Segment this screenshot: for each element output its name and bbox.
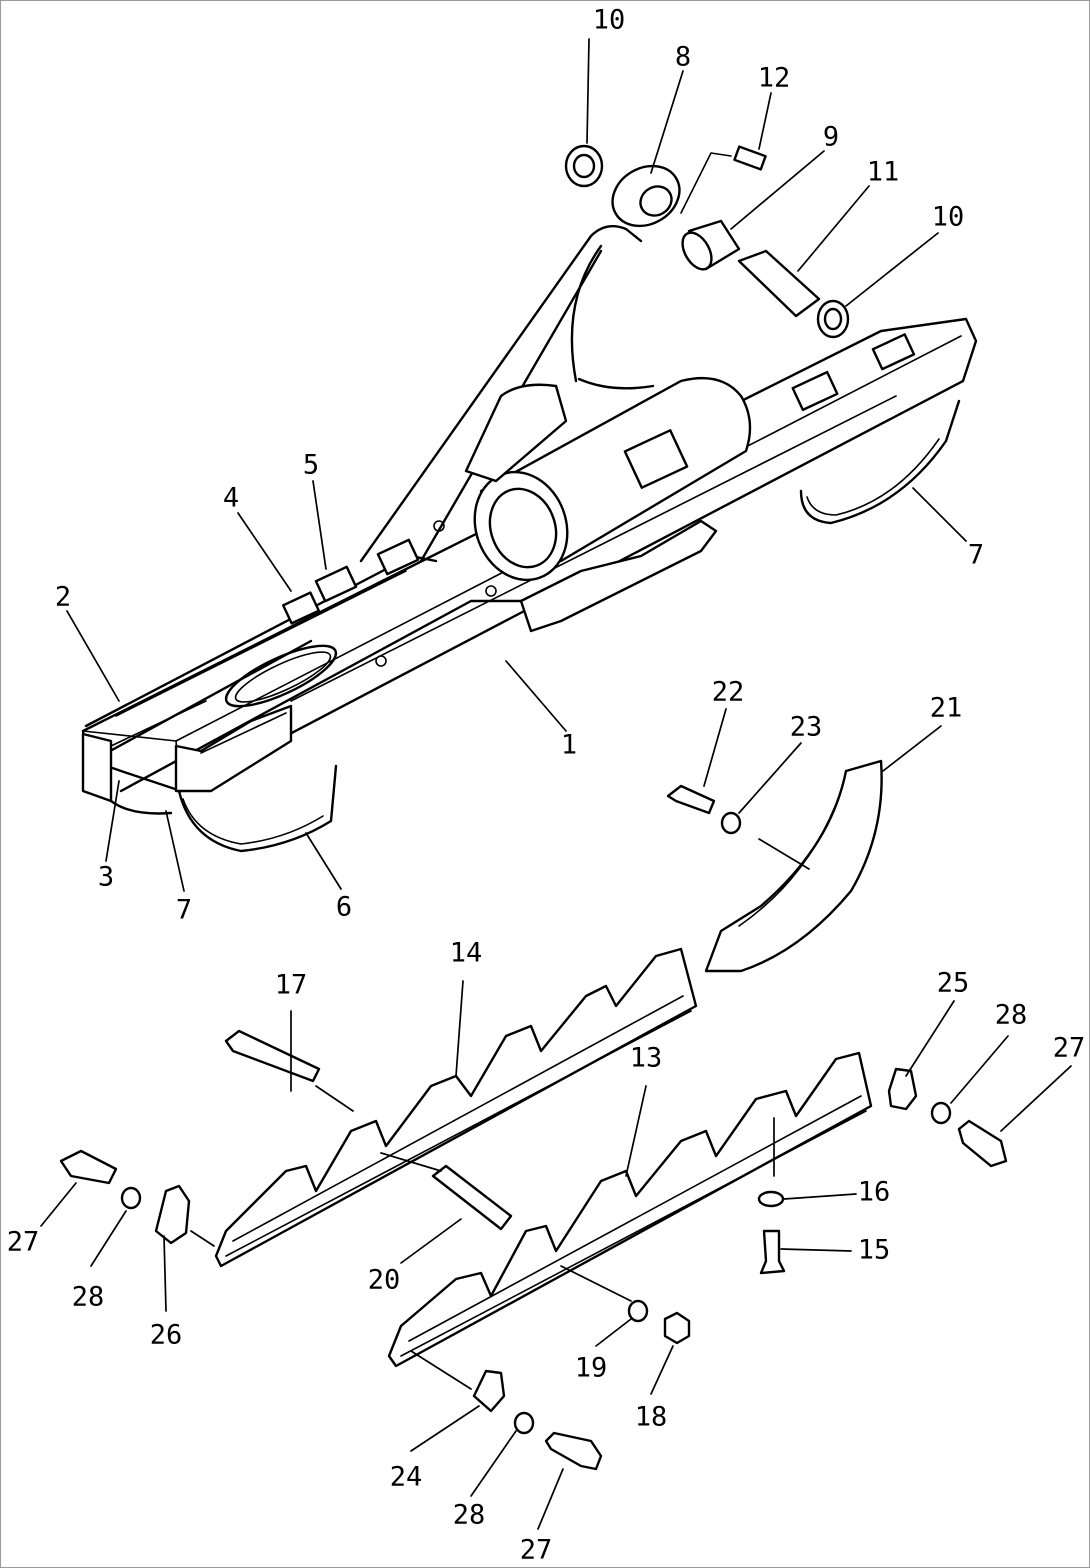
callout-9: 9 [823, 122, 839, 153]
callout-27: 27 [1053, 1033, 1086, 1064]
hardware [59, 784, 1008, 1471]
leader-lines [40, 38, 1072, 1530]
callout-6: 6 [336, 892, 352, 923]
callout-1: 1 [561, 730, 577, 761]
callout-15: 15 [858, 1235, 891, 1266]
callout-7: 7 [968, 540, 984, 571]
callout-28: 28 [453, 1500, 486, 1531]
front-guard [704, 759, 883, 973]
callout-16: 16 [858, 1177, 891, 1208]
callout-23: 23 [790, 712, 823, 743]
roller-guard-upper [214, 947, 698, 1268]
callout-28: 28 [995, 1000, 1028, 1031]
roller-guard-lower [387, 1051, 873, 1368]
callout-27: 27 [520, 1535, 553, 1566]
callout-8: 8 [675, 42, 691, 73]
callout-19: 19 [575, 1353, 608, 1384]
callout-22: 22 [712, 677, 745, 708]
callout-13: 13 [630, 1043, 663, 1074]
callout-labels: 10 8 12 9 11 10 5 4 2 1 3 7 6 7 22 23 21… [7, 5, 1086, 1566]
callout-17: 17 [275, 970, 308, 1001]
callout-21: 21 [930, 693, 963, 724]
track-frame [81, 225, 978, 853]
callout-26: 26 [150, 1320, 183, 1351]
callout-20: 20 [368, 1265, 401, 1296]
callout-10: 10 [932, 202, 965, 233]
pivot-parts [564, 144, 850, 339]
callout-3: 3 [98, 862, 114, 893]
callout-12: 12 [758, 63, 791, 94]
callout-27: 27 [7, 1227, 40, 1258]
callout-28: 28 [72, 1282, 105, 1313]
callout-14: 14 [450, 938, 483, 969]
callout-18: 18 [635, 1402, 668, 1433]
callout-24: 24 [390, 1462, 423, 1493]
callout-4: 4 [223, 483, 239, 514]
callout-7: 7 [176, 895, 192, 926]
callout-2: 2 [55, 582, 71, 613]
callout-11: 11 [867, 157, 900, 188]
callout-25: 25 [937, 968, 970, 999]
callout-10: 10 [593, 5, 626, 36]
callout-5: 5 [303, 450, 319, 481]
